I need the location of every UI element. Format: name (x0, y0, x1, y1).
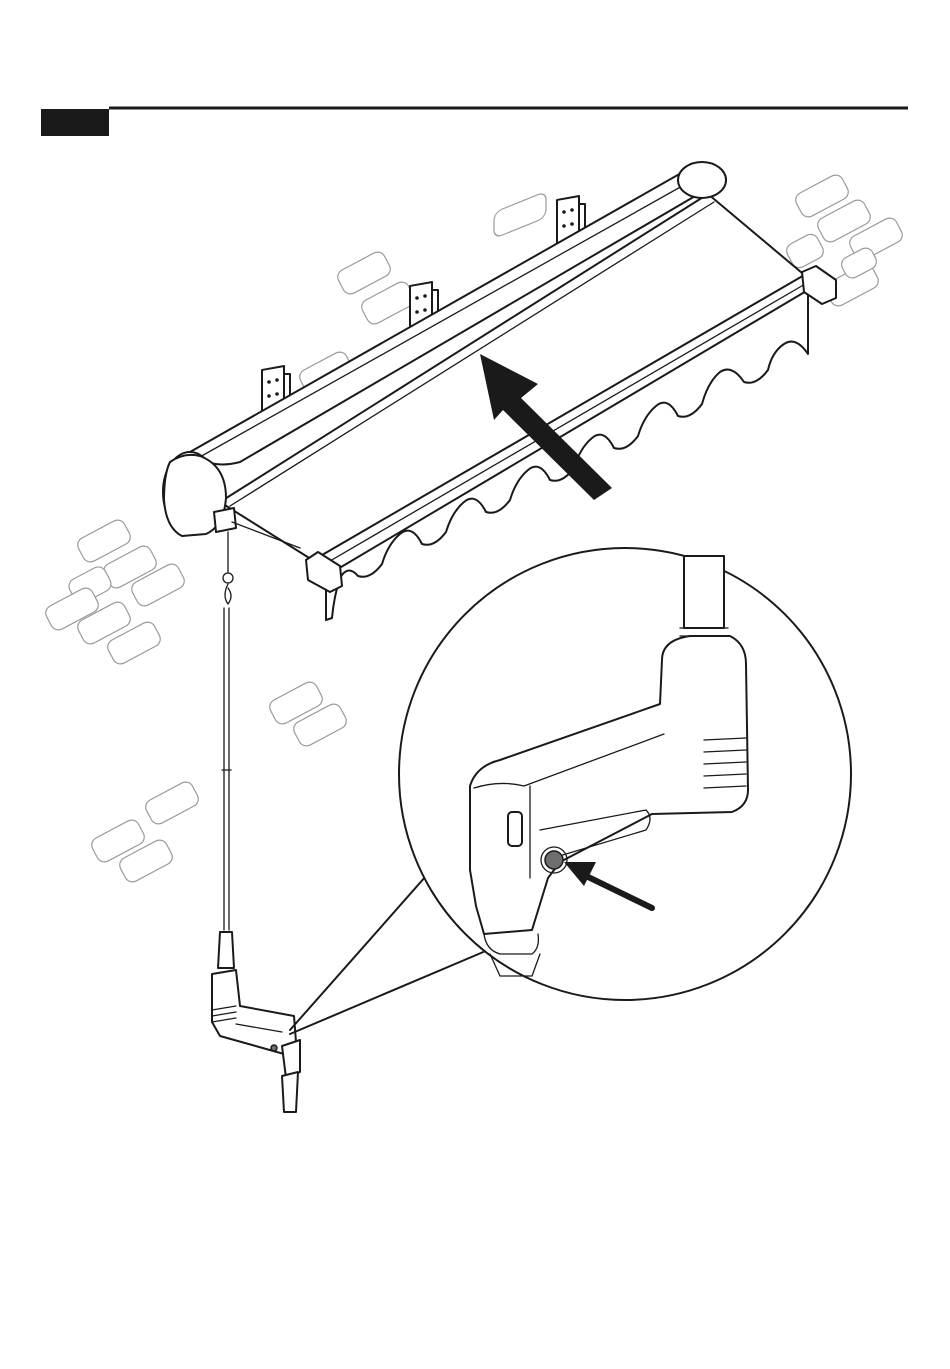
zoom-callout (290, 548, 851, 1034)
step-number-badge (41, 109, 109, 136)
step-header (41, 108, 908, 136)
reset-button[interactable] (545, 851, 563, 869)
hand-crank (212, 532, 300, 1112)
crank-gear-housing (212, 970, 296, 1054)
cassette-end-cap-right (678, 162, 726, 198)
